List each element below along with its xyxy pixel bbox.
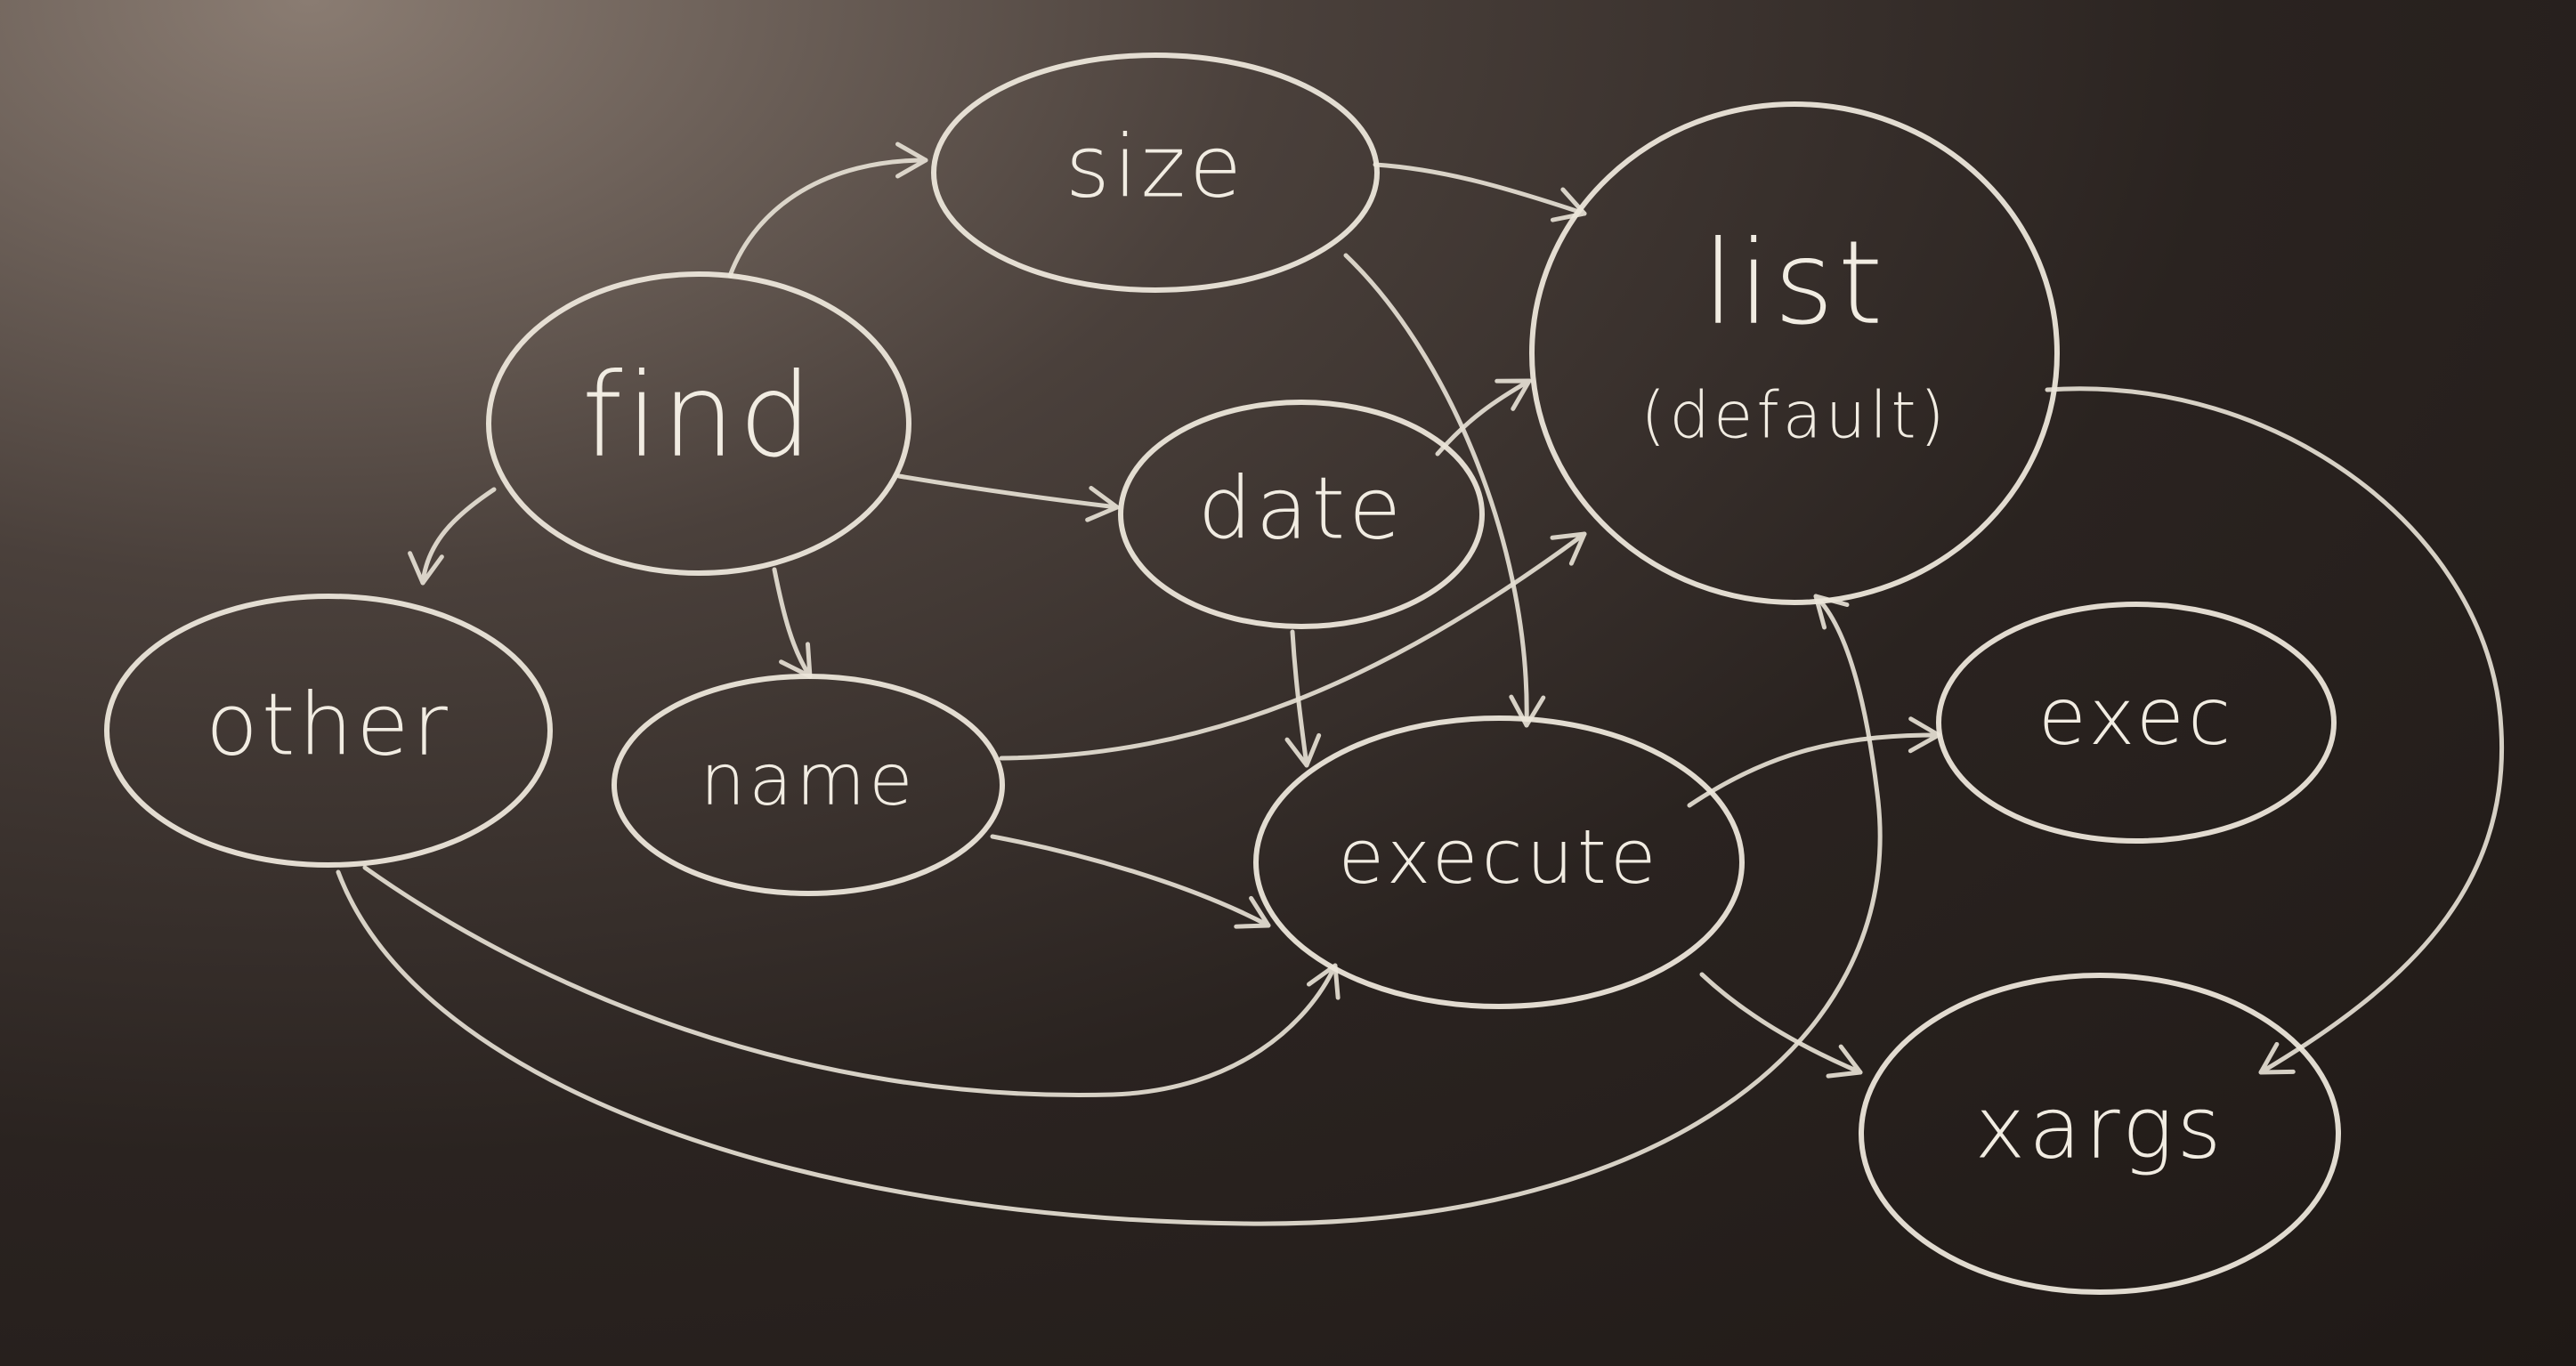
edges-layer <box>336 141 2505 1226</box>
node-label: xargs <box>1974 1078 2224 1177</box>
node-ellipse <box>1859 973 2341 1295</box>
node-label: exec <box>2038 671 2235 763</box>
edge-find-to-date <box>896 473 1120 522</box>
node-label: list <box>1703 215 1887 351</box>
edge-other-to-execute <box>362 865 1341 1098</box>
edge-execute-to-exec <box>1687 716 1941 808</box>
node-sublabel: (default) <box>1640 378 1948 453</box>
node-ellipse <box>1529 101 2060 605</box>
node-ellipse <box>486 271 911 576</box>
node-size: size <box>931 53 1380 293</box>
node-label: date <box>1198 458 1405 558</box>
node-ellipse <box>1118 400 1485 629</box>
edge-other-to-list <box>336 594 1883 1226</box>
node-find: find <box>486 271 911 576</box>
edge-date-to-list <box>1435 378 1532 457</box>
node-label: other <box>206 675 451 774</box>
node-exec: exec <box>1936 602 2337 844</box>
node-list: list (default) <box>1529 101 2060 605</box>
node-label: execute <box>1338 813 1659 901</box>
edge-size-to-execute <box>1343 253 1546 728</box>
node-ellipse <box>1936 602 2337 844</box>
node-label: find <box>582 348 816 483</box>
nodes-layer: size find list (default) date other name execut… <box>104 53 2341 1295</box>
node-xargs: xargs <box>1859 973 2341 1295</box>
edge-name-to-execute <box>990 834 1271 929</box>
node-ellipse <box>931 53 1380 293</box>
node-execute: execute <box>1253 715 1745 1009</box>
edge-size-to-list <box>1373 162 1587 222</box>
node-label: size <box>1065 117 1245 216</box>
node-other: other <box>104 594 553 868</box>
node-date: date <box>1118 400 1485 629</box>
edge-find-to-other <box>408 487 497 586</box>
node-ellipse <box>104 594 553 868</box>
edge-find-to-size <box>727 141 928 279</box>
edge-list-to-xargs <box>2045 386 2505 1075</box>
node-ellipse <box>612 674 1005 896</box>
node-label: name <box>701 739 917 821</box>
node-ellipse <box>1253 715 1745 1009</box>
edge-date-to-execute <box>1284 629 1322 768</box>
node-name: name <box>612 674 1005 896</box>
edge-execute-to-xargs <box>1699 972 1863 1079</box>
edge-find-to-name <box>772 567 813 679</box>
edge-name-to-list <box>999 531 1587 761</box>
